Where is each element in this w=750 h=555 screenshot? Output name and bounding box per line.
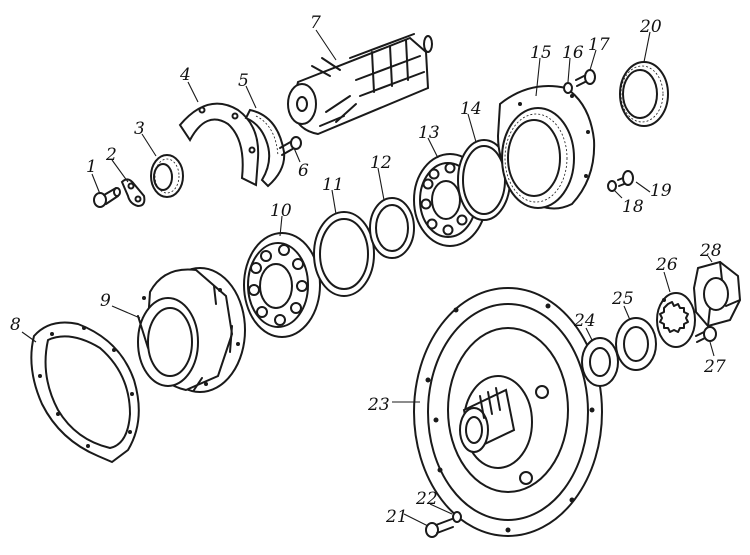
part-4-halfring <box>178 102 260 187</box>
part-7-shaft-gear <box>287 33 433 136</box>
part-8-gasket <box>30 321 140 464</box>
label-17: 17 <box>588 35 610 55</box>
label-22: 22 <box>415 489 438 509</box>
label-26: 26 <box>655 255 678 275</box>
part-15-flanged-cover <box>496 85 596 210</box>
label-1: 1 <box>86 157 97 177</box>
label-18: 18 <box>622 197 644 217</box>
part-21-bolt <box>425 518 454 538</box>
part-3-seal <box>150 154 184 198</box>
label-10: 10 <box>270 201 292 221</box>
label-25: 25 <box>611 289 634 309</box>
part-16-washer <box>563 82 573 94</box>
part-5-arcplate <box>244 108 286 188</box>
label-15: 15 <box>530 43 552 63</box>
label-8: 8 <box>10 315 21 335</box>
label-23: 23 <box>367 395 390 415</box>
part-26-lock-washer <box>656 292 696 348</box>
label-24: 24 <box>573 311 596 331</box>
leader-lines <box>21 29 715 527</box>
part-11-ring <box>313 211 375 297</box>
label-13: 13 <box>418 123 440 143</box>
part-12-ring <box>369 197 415 259</box>
part-10-ball-bearing <box>243 232 321 338</box>
label-3: 3 <box>134 119 145 139</box>
part-23-hub <box>459 387 516 453</box>
label-28: 28 <box>699 241 722 261</box>
label-20: 20 <box>639 17 662 37</box>
part-20-seal-ring <box>619 61 669 127</box>
label-14: 14 <box>460 99 482 119</box>
part-28-hex-nut <box>692 260 742 328</box>
part-1-bolt <box>93 187 121 208</box>
label-16: 16 <box>562 43 584 63</box>
part-23-large-flange <box>413 287 603 537</box>
part-9-housing <box>137 267 246 393</box>
label-7: 7 <box>310 13 321 33</box>
label-6: 6 <box>298 161 309 181</box>
part-25-ring <box>615 317 657 371</box>
part-24-washer <box>581 337 619 387</box>
part-labels: 1 2 3 4 5 6 7 8 9 10 11 12 13 14 15 16 1… <box>10 13 726 527</box>
part-17-bolt <box>575 69 596 87</box>
label-2: 2 <box>105 145 117 165</box>
label-5: 5 <box>238 71 249 91</box>
part-18-washer <box>607 180 617 192</box>
label-12: 12 <box>370 153 392 173</box>
label-19: 19 <box>650 181 672 201</box>
bearing-10-balls <box>248 244 308 326</box>
label-9: 9 <box>100 291 111 311</box>
part-22-washer <box>452 511 462 523</box>
label-27: 27 <box>703 357 726 377</box>
part-2-lockplate <box>120 178 146 208</box>
label-4: 4 <box>179 65 191 85</box>
part-27-bolt <box>695 326 717 343</box>
label-11: 11 <box>322 175 344 195</box>
part-19-bolt <box>617 170 634 187</box>
label-21: 21 <box>385 507 408 527</box>
